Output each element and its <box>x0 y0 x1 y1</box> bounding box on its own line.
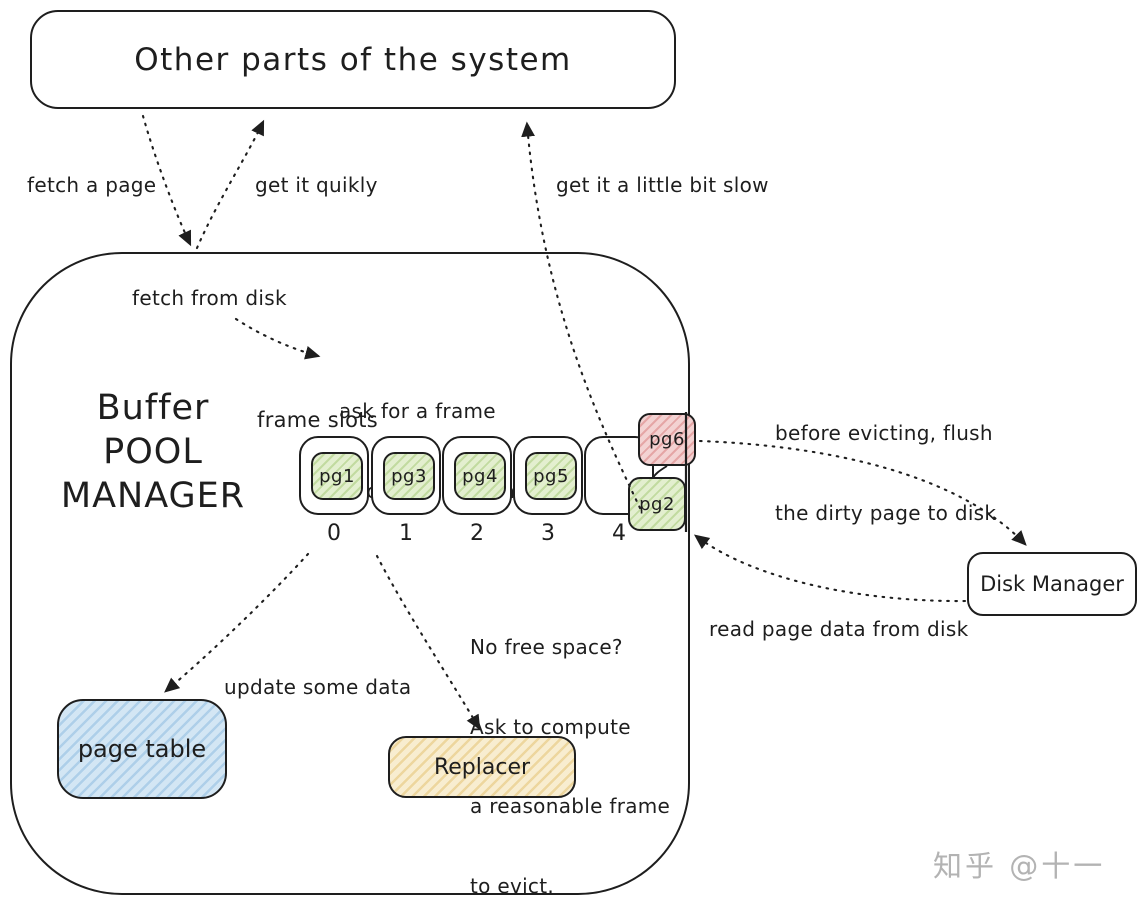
ask-for-frame-line-1: ask for a frame <box>339 399 496 423</box>
disk-manager-label: Disk Manager <box>980 572 1124 596</box>
frame-slot-3: pg5 <box>513 436 583 515</box>
no-free-space-line-1: No free space? <box>470 635 623 659</box>
slot-index-3: 3 <box>541 521 555 546</box>
other-parts-box: Other parts of the system <box>30 10 676 109</box>
replacer-box: Replacer <box>388 736 576 798</box>
update-some-data-label: update some data <box>224 675 412 699</box>
frame-slots-label: frame slots <box>257 408 379 432</box>
frame-slot-0: pg1 <box>299 436 369 515</box>
page-pg2-incoming: pg2 <box>628 477 686 531</box>
before-evicting-label: before evicting, flush the dirty page to… <box>775 367 996 579</box>
page-pg5: pg5 <box>525 452 577 500</box>
fetch-a-page-label: fetch a page <box>27 173 157 197</box>
page-pg4: pg4 <box>454 452 506 500</box>
no-free-space-line-3: a reasonable frame <box>470 794 671 818</box>
page-table-box: page table <box>57 699 227 799</box>
title-line-2: POOL <box>103 432 203 472</box>
slot-index-0: 0 <box>327 521 341 546</box>
title-line-3: MANAGER <box>60 476 246 516</box>
buffer-pool-manager-box <box>10 252 690 895</box>
page-pg3: pg3 <box>383 452 435 500</box>
title-line-1: Buffer <box>96 388 210 428</box>
replacer-label: Replacer <box>433 754 531 780</box>
buffer-pool-manager-title: Buffer POOL MANAGER <box>44 386 262 518</box>
before-evicting-line-1: before evicting, flush <box>775 421 993 445</box>
disk-manager-box: Disk Manager <box>967 552 1137 616</box>
watermark: 知乎 @十一 <box>933 849 1106 883</box>
page-pg6-dirty: pg6 <box>638 413 696 466</box>
get-it-quickly-arrow <box>195 119 265 250</box>
other-parts-label: Other parts of the system <box>134 41 572 78</box>
no-free-space-line-4: to evict. <box>470 873 555 898</box>
get-it-slow-label: get it a little bit slow <box>556 173 769 197</box>
before-evicting-line-2: the dirty page to disk <box>775 500 997 525</box>
frame-slot-1: pg3 <box>371 436 441 515</box>
page-pg1: pg1 <box>311 452 363 500</box>
slot-index-2: 2 <box>470 521 484 546</box>
page-table-label: page table <box>77 735 207 763</box>
get-it-quickly-label: get it quikly <box>255 173 378 197</box>
read-page-data-label: read page data from disk <box>709 617 969 641</box>
slot-index-1: 1 <box>399 521 413 546</box>
frame-slot-2: pg4 <box>442 436 512 515</box>
slot-index-4: 4 <box>612 521 626 546</box>
fetch-from-disk-label: fetch from disk <box>132 286 287 310</box>
